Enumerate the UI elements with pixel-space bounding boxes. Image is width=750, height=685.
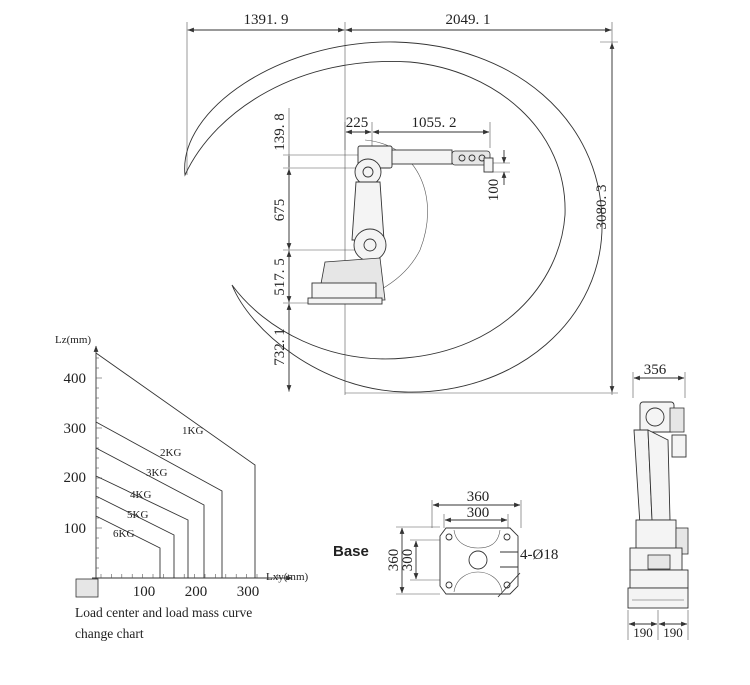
y-axis-label: Lz(mm) xyxy=(55,334,91,346)
workspace-envelope xyxy=(184,41,603,393)
y-tick-300: 300 xyxy=(64,421,87,437)
robot-side-profile xyxy=(627,401,689,609)
mount-hole-icon xyxy=(503,581,511,589)
dim-base-height: 517. 5 xyxy=(272,258,288,296)
chart-caption-line1: Load center and load mass curve xyxy=(75,605,252,620)
curve-6kg xyxy=(95,515,161,578)
base-center-hole xyxy=(468,550,488,570)
dim-top-right: 2049. 1 xyxy=(446,12,491,28)
curve-4kg xyxy=(95,475,189,578)
dim-arm-reach: 1055. 2 xyxy=(412,115,457,131)
dim-below: 732. 1 xyxy=(272,328,288,366)
curve-label-6kg: 6KG xyxy=(113,528,134,540)
curve-label-4kg: 4KG xyxy=(130,489,151,501)
y-minor-ticks xyxy=(96,357,102,569)
chart-caption-line2: change chart xyxy=(75,626,144,641)
x-tick-100: 100 xyxy=(133,584,156,600)
base-view: Base 360 300 360 300 4-Ø18 xyxy=(333,489,558,598)
curve-label-2kg: 2KG xyxy=(160,447,181,459)
flange-icon xyxy=(75,578,99,598)
curve-label-5kg: 5KG xyxy=(127,509,148,521)
dim-top-left: 1391. 9 xyxy=(244,12,289,28)
load-chart: Lz(mm) Lxy(mm) 400 300 200 100 100 200 3… xyxy=(55,334,308,641)
main-workspace-view: 1391. 9 2049. 1 3080. 3 139. 8 675 517. … xyxy=(184,12,618,395)
x-minor-ticks xyxy=(100,574,289,578)
dim-total-height: 3080. 3 xyxy=(594,185,610,230)
curve-label-3kg: 3KG xyxy=(146,467,167,479)
side-view: 356 190 190 xyxy=(627,362,689,640)
mount-hole-icon xyxy=(445,533,453,541)
dim-base-outer-width: 360 xyxy=(467,489,490,505)
y-tick-100: 100 xyxy=(64,521,87,537)
dim-upper: 139. 8 xyxy=(272,113,288,151)
x-tick-300: 300 xyxy=(237,584,260,600)
mount-hole-icon xyxy=(503,533,511,541)
dim-side-right: 190 xyxy=(663,625,683,640)
hole-note: 4-Ø18 xyxy=(520,547,558,563)
x-tick-200: 200 xyxy=(185,584,208,600)
robot-arm xyxy=(307,145,494,305)
curve-1kg xyxy=(95,352,256,578)
base-label: Base xyxy=(333,543,369,560)
dim-base-inner-width: 300 xyxy=(467,505,490,521)
dim-side-left: 190 xyxy=(633,625,653,640)
curve-5kg xyxy=(95,495,175,578)
curve-label-1kg: 1KG xyxy=(182,425,203,437)
curve-3kg xyxy=(95,447,205,578)
curve-2kg xyxy=(95,421,223,578)
dim-arm: 675 xyxy=(272,199,288,222)
dim-side-width: 356 xyxy=(644,362,667,378)
dim-base-outer-height: 360 xyxy=(386,549,402,572)
dim-base-inner-height: 300 xyxy=(400,549,416,572)
mount-hole-icon xyxy=(445,581,453,589)
dim-wrist: 100 xyxy=(486,179,502,202)
base-plate xyxy=(439,527,519,595)
dim-offset: 225 xyxy=(346,115,369,131)
x-axis-label: Lxy(mm) xyxy=(266,571,308,583)
y-tick-200: 200 xyxy=(64,470,87,486)
y-tick-400: 400 xyxy=(64,371,87,387)
